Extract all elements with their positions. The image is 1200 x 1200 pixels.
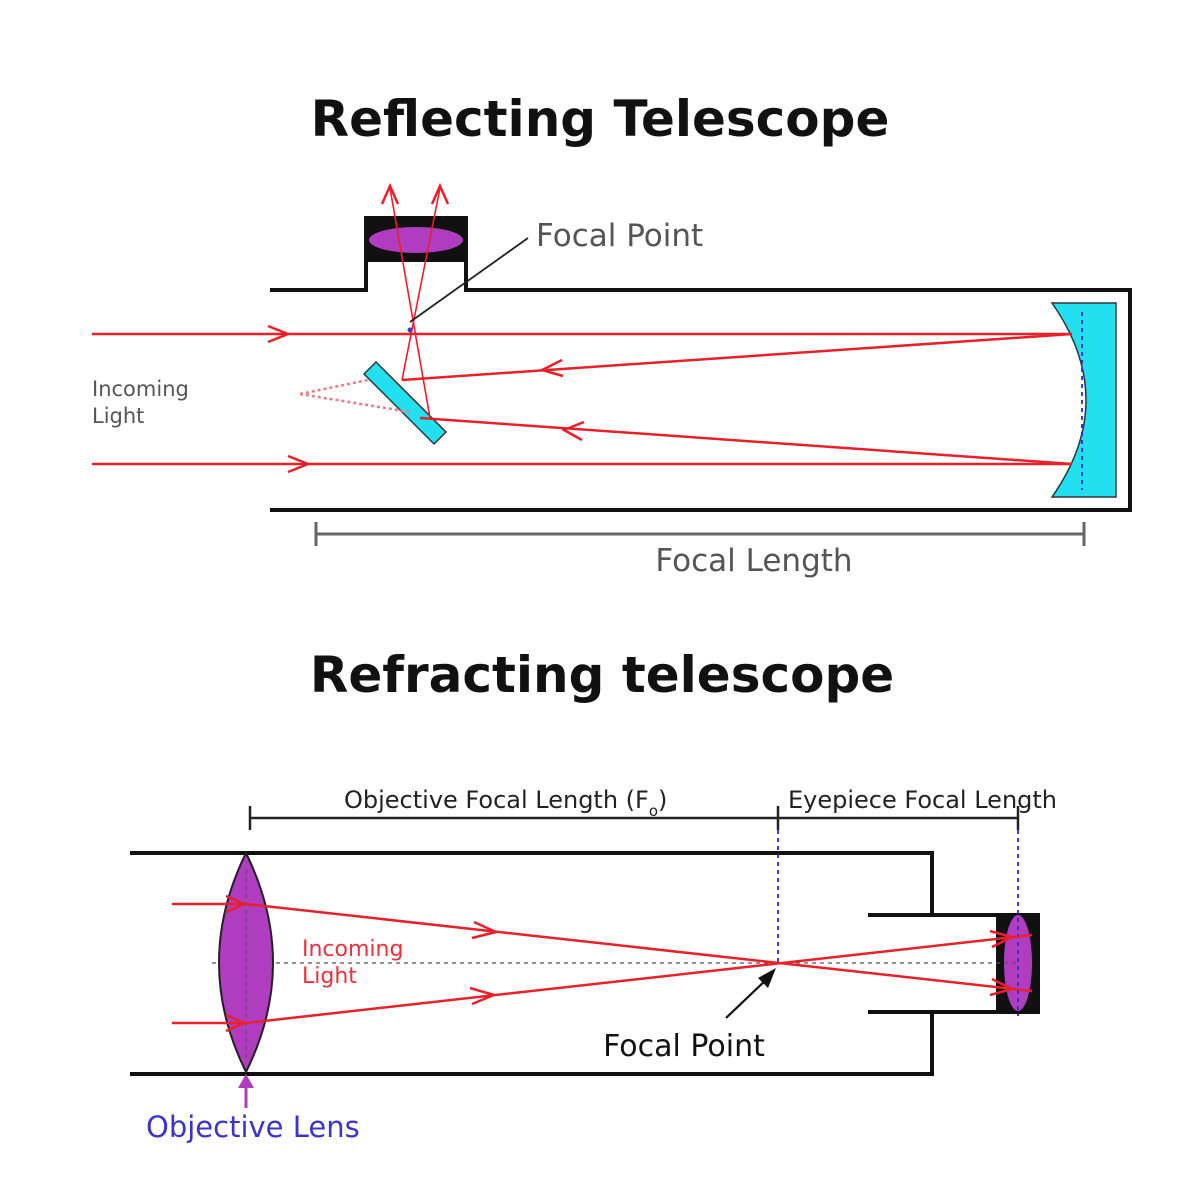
objective-lens-label: Objective Lens (146, 1110, 360, 1144)
objective-focal-length-subscript: o (649, 802, 658, 820)
refracting-telescope: Refracting telescope Objective Focal Len… (130, 646, 1057, 1144)
primary-mirror (1050, 302, 1117, 498)
objective-focal-length-label: Objective Focal Length (Fo) (344, 786, 667, 820)
refracting-incoming-light-line1: Incoming (302, 937, 403, 962)
reflected-ray-upper (401, 332, 1073, 382)
objective-ray-lower-converge (245, 933, 1033, 1025)
focal-point-leader (409, 237, 529, 323)
objective-ray-lower-arrow (469, 986, 498, 1006)
eyepiece-focal-length-label: Eyepiece Focal Length (788, 786, 1057, 814)
incoming-ray-top-arrow (267, 324, 292, 344)
reflecting-telescope: Reflecting Telescope Focal Point (92, 90, 1132, 579)
reflecting-focal-length-label: Focal Length (655, 543, 852, 579)
eyepiece-ray-b (389, 187, 431, 419)
reflecting-eyepiece-lens (369, 227, 463, 253)
objective-focal-length-close: ) (658, 786, 667, 814)
eyepiece-ray-lower-arrow (989, 977, 1016, 997)
refracting-incoming-light-line2: Light (302, 964, 357, 989)
objective-lens-pointer-arrowhead (238, 1074, 254, 1088)
focal-point-arrowhead (758, 968, 776, 988)
reflecting-focal-point-label: Focal Point (536, 218, 703, 254)
objective-ray-upper-in-arrow (225, 894, 248, 914)
objective-ray-lower-in-arrow (225, 1013, 248, 1033)
objective-ray-upper-converge (245, 902, 1033, 993)
incoming-ray-bottom-arrow (287, 454, 312, 474)
focal-point-dot (407, 327, 413, 333)
secondary-mirror (362, 360, 448, 446)
eyepiece-ray-upper-arrow (989, 929, 1016, 949)
reflecting-title: Reflecting Telescope (311, 90, 890, 148)
reflected-ray-lower (419, 416, 1073, 466)
secondary-mirror-dashed-outline (299, 378, 411, 414)
focal-point-arrow-line (725, 977, 769, 1019)
refracting-focal-point-label: Focal Point (603, 1029, 765, 1064)
reflecting-incoming-light-line1: Incoming (92, 377, 189, 401)
objective-ray-upper-arrow (471, 920, 500, 940)
eyepiece-arrow-right (430, 182, 450, 205)
refracting-title: Refracting telescope (310, 646, 894, 704)
eyepiece-arrow-left (380, 182, 400, 205)
eyepiece-ray-a (401, 187, 441, 381)
reflected-ray-lower-arrow (561, 420, 585, 442)
reflecting-incoming-light-line2: Light (92, 404, 144, 428)
reflected-ray-upper-arrow (538, 358, 564, 378)
objective-focal-length-text: Objective Focal Length (F (344, 786, 649, 814)
refracting-eyepiece-lens (1004, 915, 1032, 1011)
